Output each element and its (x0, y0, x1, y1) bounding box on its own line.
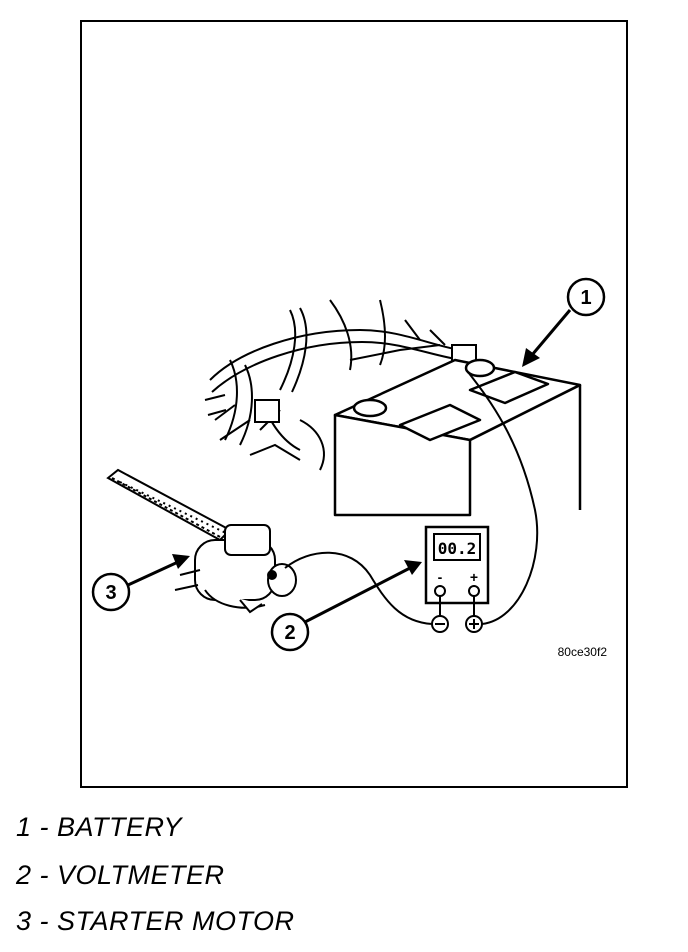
battery-cap-right (468, 370, 550, 405)
legend-item-starter-motor: 3 - STARTER MOTOR (16, 906, 295, 936)
voltmeter-display-window (433, 533, 481, 561)
callout-1-label: 1 (580, 287, 591, 309)
legend-item-voltmeter: 2 - VOLTMETER (16, 860, 225, 890)
starter-motor (106, 468, 297, 614)
battery (333, 358, 582, 517)
voltmeter: 00.2 - + (424, 525, 490, 633)
wiring-diagram: 00.2 - + 1 2 3 80ce30f2 (91, 277, 608, 659)
voltmeter-negative-label: - (438, 569, 443, 585)
voltmeter-display-text: 00.2 (438, 539, 477, 558)
battery-cap-left (398, 403, 482, 442)
image-code: 80ce30f2 (558, 645, 608, 659)
callout-2: 2 (270, 560, 422, 652)
battery-positive-terminal (464, 358, 496, 378)
voltmeter-negative-jack (434, 585, 446, 597)
wiring-harness (204, 299, 463, 471)
voltmeter-positive-label: + (470, 569, 478, 585)
callout-2-label: 2 (284, 622, 295, 644)
voltmeter-positive-jack (468, 585, 480, 597)
callout-3: 3 (91, 554, 190, 612)
test-leads (284, 371, 539, 625)
positive-test-lead (467, 371, 539, 625)
battery-negative-terminal (352, 398, 388, 418)
negative-test-lead (284, 551, 433, 625)
legend-item-battery: 1 - BATTERY (16, 812, 183, 842)
callout-1: 1 (522, 277, 606, 367)
figure-frame (80, 20, 628, 788)
callout-3-label: 3 (105, 582, 116, 604)
